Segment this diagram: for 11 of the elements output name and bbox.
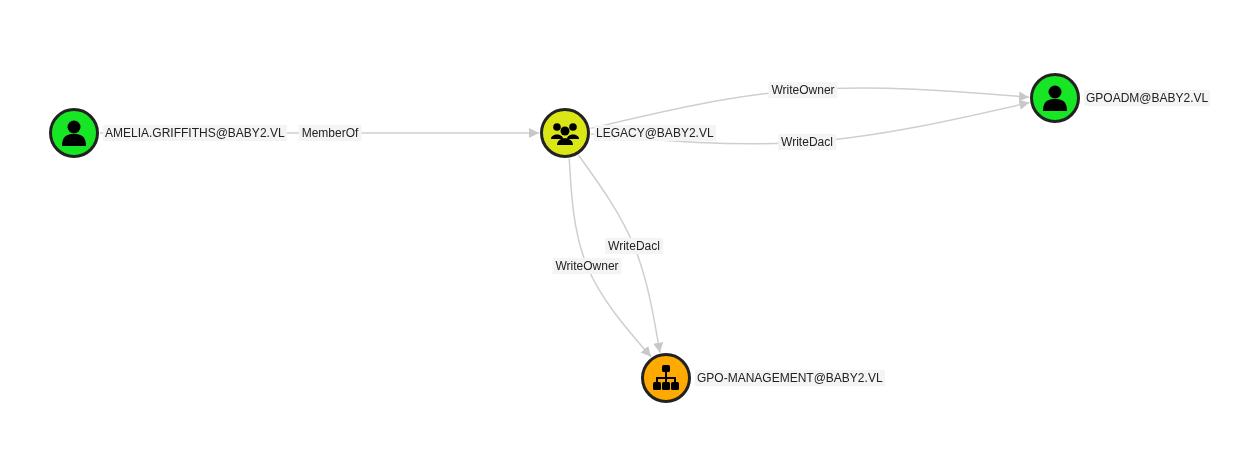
edge-label: WriteDacl: [605, 238, 663, 254]
arrow: [577, 154, 664, 354]
arrow: [568, 157, 652, 358]
edge-label: WriteDacl: [778, 134, 836, 150]
node-label: GPO-MANAGEMENT@BABY2.VL: [695, 370, 885, 386]
edge-label: WriteOwner: [768, 82, 838, 98]
node-label: GPOADM@BABY2.VL: [1084, 90, 1211, 106]
node-label: LEGACY@BABY2.VL: [594, 125, 716, 141]
edge-label: WriteOwner: [552, 258, 622, 274]
edge-label: MemberOf: [298, 125, 362, 141]
node-label: AMELIA.GRIFFITHS@BABY2.VL: [103, 125, 287, 141]
